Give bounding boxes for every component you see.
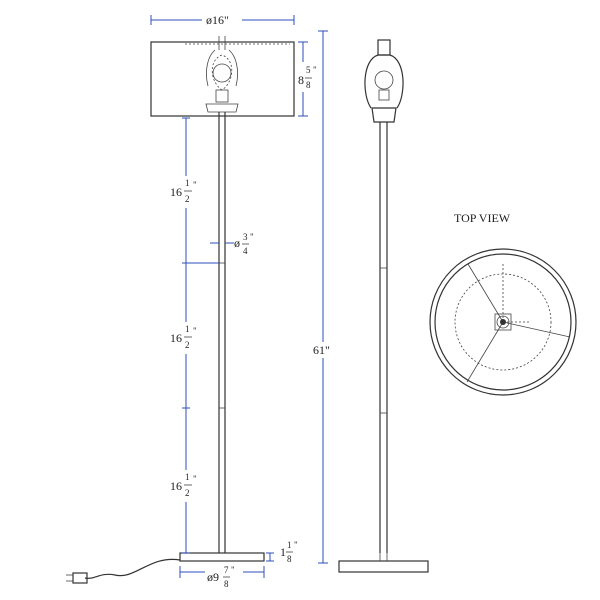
top-view: TOP VIEW <box>429 211 577 396</box>
dimensions: ø16" 8 5 8 " 61" 16 1 2 " <box>150 11 338 593</box>
segment-top-label: 16 1 2 " <box>170 175 197 205</box>
top-view-outer-circle <box>429 248 577 396</box>
bulb <box>205 36 239 113</box>
lamp-base <box>179 552 265 562</box>
segment-mid-label: 16 1 2 " <box>170 321 197 351</box>
front-view <box>66 36 295 584</box>
shade-height-label: 8 5 8 " <box>298 62 317 91</box>
base-diameter-label: ø9 7 8 " <box>207 562 235 590</box>
lamp-shade <box>150 41 295 117</box>
top-view-title: TOP VIEW <box>454 211 511 225</box>
base-height-label: 1 1 8 " <box>280 537 298 565</box>
total-height-label: 61" <box>313 343 330 357</box>
side-view <box>338 39 429 573</box>
shade-diameter-label: ø16" <box>206 13 229 27</box>
segment-bottom-label: 16 1 2 " <box>170 469 197 499</box>
power-cord <box>66 558 181 584</box>
pole <box>218 112 226 553</box>
pole-diameter-label: ø 3 4 " <box>234 229 254 257</box>
